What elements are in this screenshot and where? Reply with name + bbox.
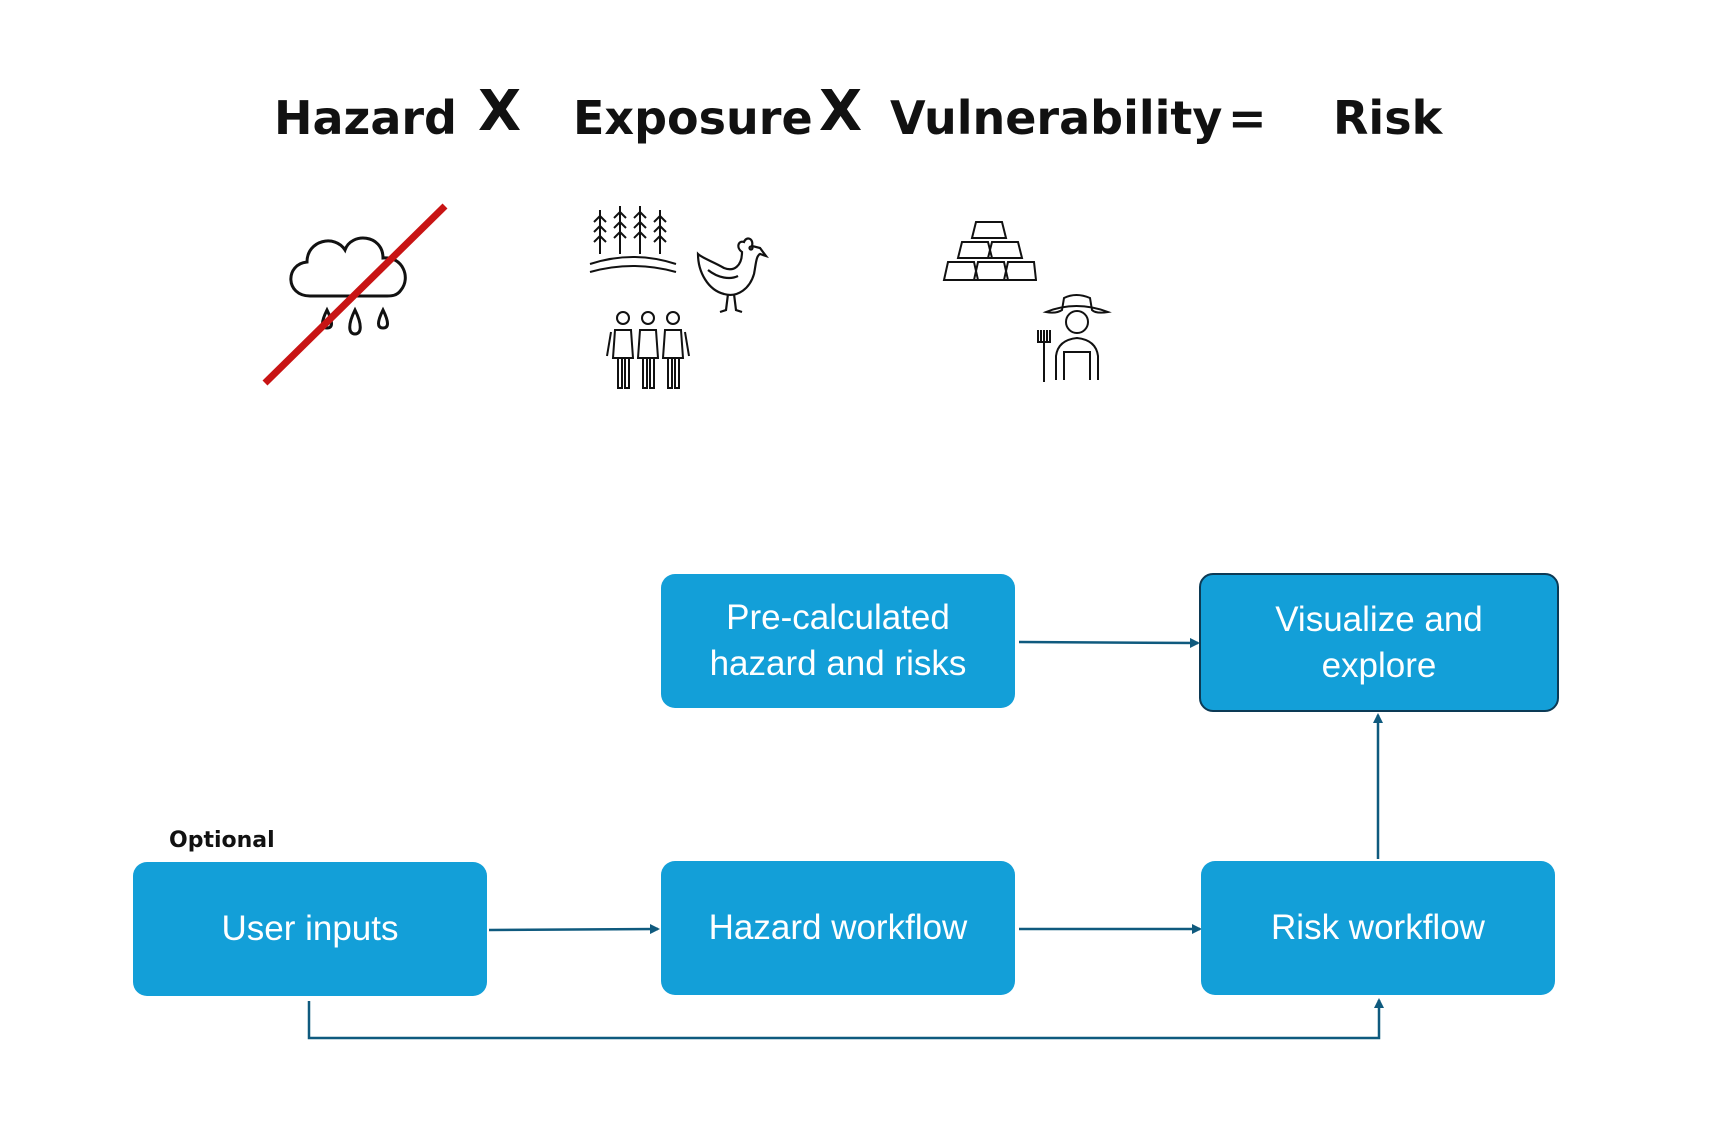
arrow-user-to-risk bbox=[307, 998, 1384, 1040]
risk-workflow-label: Risk workflow bbox=[1271, 908, 1485, 947]
equation-exposure: Exposure bbox=[573, 91, 813, 145]
visualize-label: Visualize and explore bbox=[1275, 599, 1483, 685]
arrow-precalc-to-visualize bbox=[1018, 637, 1200, 648]
rain-cloud-icon bbox=[262, 203, 448, 386]
precalculated-label: Pre-calculated hazard and risks bbox=[709, 598, 967, 683]
optional-label: Optional bbox=[169, 828, 275, 853]
red-strike-through bbox=[262, 203, 448, 386]
precalculated-box[interactable]: Pre-calculated hazard and risks bbox=[661, 574, 1015, 708]
user-inputs-box[interactable]: User inputs bbox=[133, 862, 487, 996]
equation-hazard: Hazard bbox=[274, 91, 457, 145]
gold-bars-icon bbox=[942, 221, 1037, 281]
equation-times-2: X bbox=[819, 79, 863, 144]
equation-equals: = bbox=[1228, 91, 1267, 145]
chicken-icon bbox=[696, 237, 769, 314]
people-group-icon bbox=[606, 311, 690, 389]
hazard-workflow-box[interactable]: Hazard workflow bbox=[661, 861, 1015, 995]
equation-vulnerability: Vulnerability bbox=[890, 91, 1223, 145]
hazard-workflow-label: Hazard workflow bbox=[708, 908, 968, 947]
user-inputs-label: User inputs bbox=[221, 909, 399, 948]
risk-workflow-box[interactable]: Risk workflow bbox=[1201, 861, 1555, 995]
equation-risk: Risk bbox=[1333, 91, 1443, 145]
equation-times-1: X bbox=[478, 79, 522, 144]
farmer-icon bbox=[1037, 294, 1112, 382]
arrow-user-to-hazard bbox=[488, 924, 660, 935]
visualize-box[interactable]: Visualize and explore bbox=[1199, 573, 1559, 712]
crops-icon bbox=[589, 206, 677, 273]
